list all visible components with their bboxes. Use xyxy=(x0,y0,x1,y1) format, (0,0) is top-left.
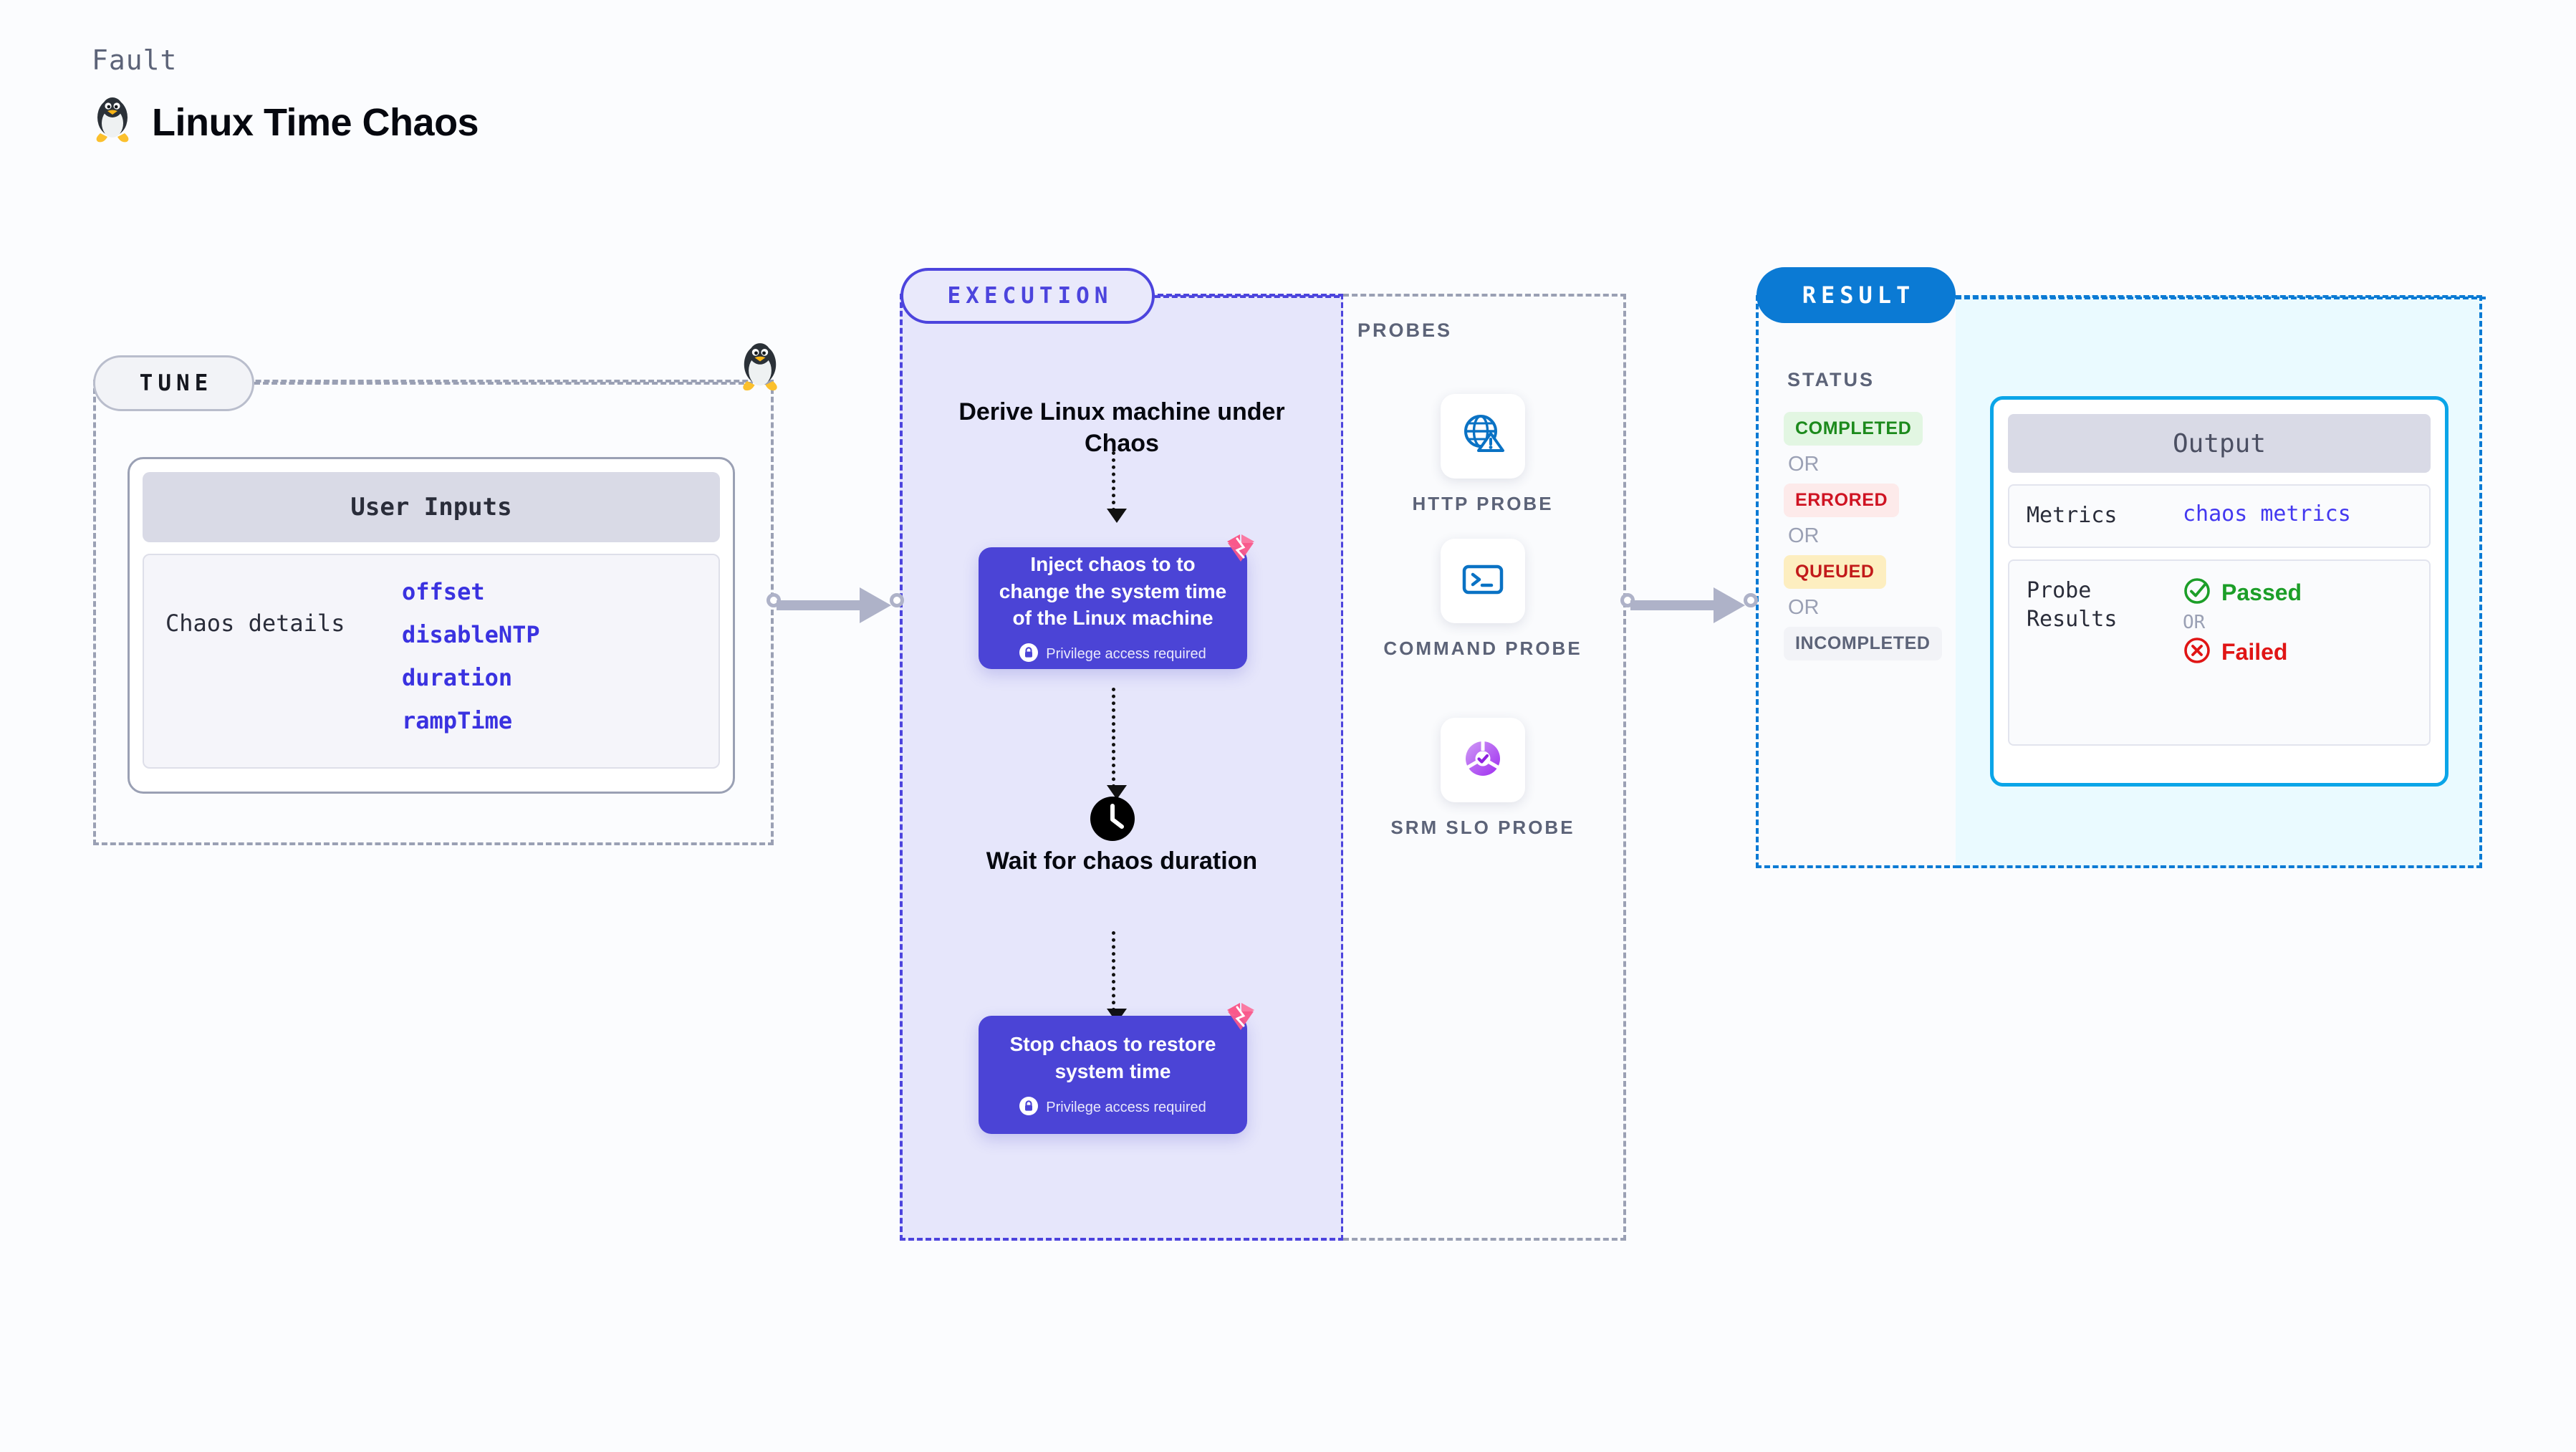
privilege-row: Privilege access required xyxy=(1019,643,1206,665)
arrow-end-dot xyxy=(1744,593,1758,607)
globe-warning-icon xyxy=(1458,410,1508,463)
harness-logo-icon xyxy=(1224,1000,1257,1037)
user-inputs-card: User Inputs Chaos details offset disable… xyxy=(128,457,735,794)
chaos-box-text: Stop chaos to restore system time xyxy=(1009,1033,1216,1082)
verdict-passed: Passed xyxy=(2183,577,2302,609)
clock-icon xyxy=(1090,797,1135,845)
flow-arrow-execution-to-result xyxy=(1620,587,1764,623)
chaos-param-duration[interactable]: duration xyxy=(402,664,513,691)
check-circle-icon xyxy=(2183,577,2211,609)
output-row-probe-results: Probe Results Passed OR xyxy=(2008,559,2431,746)
dotted-arrow-derive-to-inject xyxy=(1107,451,1127,523)
execution-step-stop-chaos-box[interactable]: Stop chaos to restore system time Privil… xyxy=(979,1003,1254,1134)
privilege-text: Privilege access required xyxy=(1046,1099,1206,1115)
dotted-arrow-wait-to-stop xyxy=(1107,931,1127,1023)
probe-tile xyxy=(1441,394,1525,479)
chaos-param-ramptime[interactable]: rampTime xyxy=(402,707,513,734)
arrow-end-dot xyxy=(890,593,904,607)
arrow-shaft xyxy=(777,600,878,610)
tune-connector-line xyxy=(254,382,770,385)
status-list: COMPLETED OR ERRORED OR QUEUED OR INCOMP… xyxy=(1784,412,1942,660)
output-card-header: Output xyxy=(2008,414,2431,473)
arrow-head xyxy=(1714,587,1745,623)
chaos-details-label: Chaos details xyxy=(165,610,345,637)
verdict-failed: Failed xyxy=(2183,636,2302,668)
user-inputs-header: User Inputs xyxy=(143,472,720,542)
execution-stage-pill[interactable]: EXECUTION xyxy=(900,268,1155,324)
probe-item-command[interactable]: COMMAND PROBE xyxy=(1383,539,1583,661)
harness-logo-icon xyxy=(1224,532,1257,568)
result-stage-pill[interactable]: RESULT xyxy=(1756,267,1956,323)
execution-connector-line xyxy=(1155,295,1348,298)
status-badge-incompleted: INCOMPLETED xyxy=(1784,627,1942,660)
probe-results-key: Probe Results xyxy=(2027,577,2118,633)
metrics-value[interactable]: chaos metrics xyxy=(2183,501,2351,527)
dotted-arrow-inject-to-wait xyxy=(1107,688,1127,799)
tune-stage-boundary xyxy=(93,380,774,845)
chaos-param-disablentp[interactable]: disableNTP xyxy=(402,621,540,648)
tune-stage-pill[interactable]: TUNE xyxy=(93,355,254,411)
lock-icon xyxy=(1019,1096,1039,1119)
privilege-row: Privilege access required xyxy=(1019,1096,1206,1119)
probe-tile xyxy=(1441,718,1525,802)
status-badge-queued: QUEUED xyxy=(1784,555,1886,589)
probe-label: COMMAND PROBE xyxy=(1383,638,1582,659)
status-badge-errored: ERRORED xyxy=(1784,484,1900,517)
probe-results-values: Passed OR Failed xyxy=(2183,577,2302,729)
status-section-label: STATUS xyxy=(1787,369,1875,390)
tux-penguin-icon xyxy=(738,342,782,397)
fault-label: Fault xyxy=(92,44,178,76)
lock-icon xyxy=(1019,643,1039,665)
execution-step-derive-title: Derive Linux machine under Chaos xyxy=(958,398,1285,458)
probes-section-label: PROBES xyxy=(1357,319,1453,341)
status-or-label: OR xyxy=(1788,596,1820,619)
probe-item-http[interactable]: HTTP PROBE xyxy=(1383,394,1583,516)
verdict-passed-text: Passed xyxy=(2221,579,2302,605)
execution-step-inject-chaos-box[interactable]: Inject chaos to to change the system tim… xyxy=(979,534,1254,669)
page-header: Fault Linux Time Chaos xyxy=(92,44,479,148)
probe-label: HTTP PROBE xyxy=(1412,493,1554,514)
probe-label: SRM SLO PROBE xyxy=(1390,817,1575,838)
slo-donut-check-icon xyxy=(1458,734,1508,787)
arrow-shaft xyxy=(1630,600,1732,610)
user-inputs-body: Chaos details offset disableNTP duration… xyxy=(143,554,720,769)
page-title: Linux Time Chaos xyxy=(152,100,479,144)
output-card: Output Metrics chaos metrics Probe Resul… xyxy=(1990,396,2448,787)
chaos-box-text: Inject chaos to to change the system tim… xyxy=(999,553,1227,630)
tux-penguin-icon xyxy=(92,96,133,148)
verdict-or-label: OR xyxy=(2183,611,2206,633)
status-or-label: OR xyxy=(1788,524,1820,547)
chaos-param-offset[interactable]: offset xyxy=(402,578,485,605)
arrow-head xyxy=(860,587,891,623)
verdict-failed-text: Failed xyxy=(2221,638,2288,665)
chaos-params-list: offset disableNTP duration rampTime xyxy=(402,574,540,749)
title-row: Linux Time Chaos xyxy=(92,96,479,148)
result-connector-line xyxy=(1956,297,2486,299)
probe-tile xyxy=(1441,539,1525,623)
terminal-icon xyxy=(1458,554,1508,608)
probe-item-srm-slo[interactable]: SRM SLO PROBE xyxy=(1383,718,1583,840)
metrics-key: Metrics xyxy=(2027,503,2118,528)
execution-step-wait-title: Wait for chaos duration xyxy=(986,847,1258,875)
x-circle-icon xyxy=(2183,636,2211,668)
flow-arrow-tune-to-execution xyxy=(766,587,910,623)
status-badge-completed: COMPLETED xyxy=(1784,412,1923,446)
privilege-text: Privilege access required xyxy=(1046,645,1206,662)
status-or-label: OR xyxy=(1788,453,1820,476)
output-row-metrics: Metrics chaos metrics xyxy=(2008,484,2431,548)
